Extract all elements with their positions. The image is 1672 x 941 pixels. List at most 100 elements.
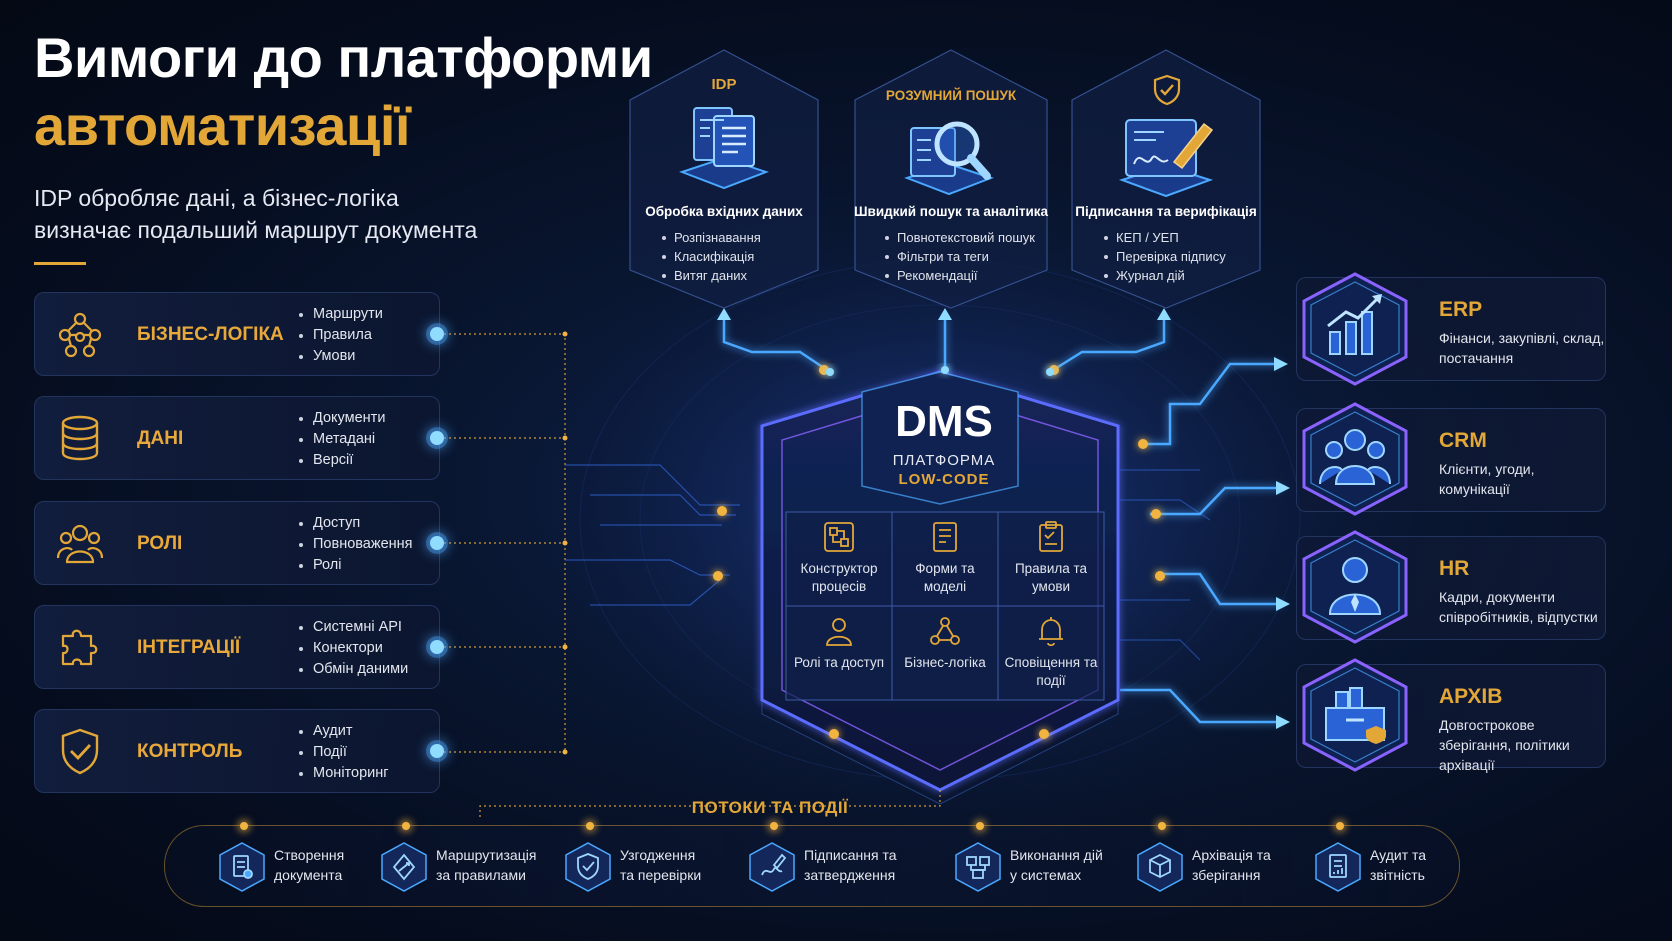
network-icon: [58, 312, 102, 358]
list-item: Маршрути: [297, 304, 383, 325]
puzzle-icon: [61, 629, 98, 666]
list-item: Правила: [297, 325, 383, 346]
module-rules: Правила та умови: [999, 520, 1103, 596]
panel-title: IDP: [711, 76, 737, 93]
list-item: Рекомендації: [883, 266, 1035, 285]
page-title-line1: Вимоги до платформи: [34, 26, 653, 89]
right-connectors: [1120, 362, 1282, 724]
list-item: Повноваження: [297, 534, 413, 555]
flow-step-label: Маршрутизація за правилами: [436, 847, 537, 883]
panel-heading: Обробка вхідних даних: [645, 204, 803, 219]
flow-step-label: Узгодження та перевірки: [620, 847, 702, 883]
module-label: Сповіщення та події: [1004, 655, 1098, 688]
list-item: Класифікація: [660, 247, 761, 266]
dms-title: DMS: [895, 397, 993, 446]
module-process-builder: Конструктор процесів: [787, 520, 891, 596]
card-label: ДАНІ: [137, 428, 184, 449]
list-item: Версії: [297, 450, 385, 471]
list-item: Повнотекстовий пошук: [883, 228, 1035, 247]
flow-step-label: Виконання дій у системах: [1010, 847, 1103, 883]
title-underline: [34, 262, 86, 265]
report-icon: [1315, 842, 1361, 892]
panel-idp: IDP Обробка вхідних даних Розпізнавання …: [626, 48, 822, 310]
dms-subtitle-lowcode: LOW-CODE: [898, 471, 990, 488]
connector-node: [430, 640, 444, 654]
panel-smart-search: РОЗУМНИЙ ПОШУК Швидкий пошук та аналітик…: [851, 48, 1051, 310]
module-label: Ролі та доступ: [793, 655, 885, 670]
flow-step-label: Підписання та затвердження: [804, 847, 897, 883]
users-icon: [56, 524, 104, 564]
card-label: БІЗНЕС-ЛОГІКА: [137, 324, 284, 345]
list-item: Умови: [297, 346, 383, 367]
card-list: Маршрути Правила Умови: [297, 304, 383, 367]
module-forms: Форми та моделі: [893, 520, 997, 596]
card-list: Аудит Події Моніторинг: [297, 721, 389, 784]
panel-signing: Підписання та верифікація КЕП / УЕП Пере…: [1068, 48, 1264, 310]
list-item: Доступ: [297, 513, 413, 534]
bar-chart-icon: [1302, 272, 1408, 386]
list-item: Метадані: [297, 429, 385, 450]
list-item: Ролі: [297, 555, 413, 576]
system-description: Кадри, документи співробітників, відпуст…: [1439, 589, 1598, 625]
panel-list: Розпізнавання Класифікація Витяг даних: [660, 228, 761, 285]
module-notifications: Сповіщення та події: [999, 614, 1103, 690]
employee-icon: [1302, 530, 1408, 644]
sign-icon: [749, 842, 795, 892]
module-business-logic: Бізнес-логіка: [893, 614, 997, 672]
flow-step-label: Аудит та звітність: [1370, 847, 1427, 883]
list-item: Обмін даними: [297, 659, 408, 680]
system-description: Довгострокове зберігання, політики архів…: [1439, 717, 1570, 773]
dms-subtitle-platform: ПЛАТФОРМА: [892, 452, 996, 469]
magnifier-icon: [904, 121, 994, 196]
system-title: CRM: [1439, 429, 1487, 452]
dms-title-plate: [861, 371, 1019, 505]
page-title-line2: автоматизації: [34, 94, 411, 157]
connector-node: [430, 536, 444, 550]
panel-list: КЕП / УЕП Перевірка підпису Журнал дій: [1102, 228, 1226, 285]
card-roles: РОЛІ Доступ Повноваження Ролі: [34, 501, 440, 585]
form-icon: [933, 522, 957, 552]
list-item: Документи: [297, 408, 385, 429]
system-title: HR: [1439, 557, 1470, 580]
card-list: Системні API Конектори Обмін даними: [297, 617, 408, 680]
connector-node: [430, 744, 444, 758]
list-item: Події: [297, 742, 389, 763]
card-label: КОНТРОЛЬ: [137, 741, 243, 762]
check-shield-icon: [565, 842, 611, 892]
connector-node: [430, 431, 444, 445]
logic-network-icon: [930, 617, 960, 645]
module-label: Правила та умови: [1014, 561, 1088, 594]
flow-dot: [586, 822, 594, 830]
port-lights: [713, 365, 1165, 739]
panel-heading: Підписання та верифікація: [1075, 204, 1257, 219]
flow-dot: [1336, 822, 1344, 830]
user-access-icon: [826, 618, 852, 646]
list-item: Моніторинг: [297, 763, 389, 784]
list-item: Журнал дій: [1102, 266, 1226, 285]
route-icon: [381, 842, 427, 892]
panel-list: Повнотекстовий пошук Фільтри та теги Рек…: [883, 228, 1035, 285]
card-integrations: ІНТЕГРАЦІЇ Системні API Конектори Обмін …: [34, 605, 440, 689]
system-description: Клієнти, угоди, комунікації: [1439, 461, 1535, 497]
subtitle-line1: IDP обробляє дані, а бізнес-логіка: [34, 185, 399, 211]
bell-icon: [1039, 617, 1063, 647]
card-business-logic: БІЗНЕС-ЛОГІКА Маршрути Правила Умови: [34, 292, 440, 376]
list-item: Перевірка підпису: [1102, 247, 1226, 266]
flow-dot: [770, 822, 778, 830]
module-grid: [785, 511, 1105, 701]
list-item: КЕП / УЕП: [1102, 228, 1226, 247]
system-title: АРХІВ: [1439, 685, 1503, 708]
card-list: Доступ Повноваження Ролі: [297, 513, 413, 576]
flow-dot: [402, 822, 410, 830]
panel-title: РОЗУМНИЙ ПОШУК: [885, 88, 1017, 103]
flow-dot: [240, 822, 248, 830]
list-item: Витяг даних: [660, 266, 761, 285]
list-item: Розпізнавання: [660, 228, 761, 247]
list-item: Фільтри та теги: [883, 247, 1035, 266]
flow-step-label: Архівація та зберігання: [1192, 847, 1271, 883]
process-builder-icon: [824, 522, 854, 552]
shield-check-icon: [61, 728, 99, 775]
archive-box-icon: [1302, 658, 1408, 772]
database-icon: [61, 415, 99, 461]
